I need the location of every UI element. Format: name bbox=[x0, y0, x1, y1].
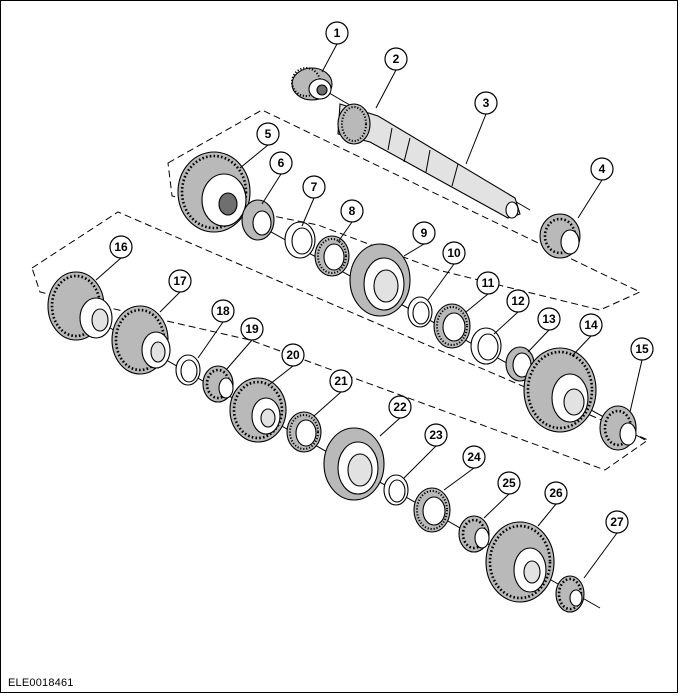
lower-subassembly-outline bbox=[31, 211, 650, 471]
part-24-synchro-ring bbox=[413, 487, 451, 533]
part-16-gear bbox=[47, 271, 113, 341]
svg-text:12: 12 bbox=[511, 294, 525, 308]
svg-text:19: 19 bbox=[245, 322, 259, 336]
callout-21: 21 bbox=[329, 369, 353, 393]
callout-25: 25 bbox=[497, 471, 521, 495]
part-23-circlip bbox=[383, 474, 409, 506]
callout-9: 9 bbox=[412, 221, 436, 245]
part-12-ring bbox=[470, 327, 502, 365]
part-7-ring bbox=[284, 221, 316, 259]
callout-13: 13 bbox=[537, 307, 561, 331]
callout-7: 7 bbox=[302, 175, 326, 199]
svg-text:20: 20 bbox=[286, 348, 300, 362]
part-27-nut bbox=[555, 575, 585, 613]
svg-text:24: 24 bbox=[467, 450, 481, 464]
callout-24: 24 bbox=[462, 445, 486, 469]
part-18-circlip bbox=[175, 354, 201, 386]
callout-1: 1 bbox=[325, 21, 349, 45]
part-21-synchro-ring bbox=[286, 411, 322, 453]
part-1-bearing bbox=[291, 67, 333, 101]
callout-10: 10 bbox=[442, 241, 466, 265]
part-22-synchro-sleeve bbox=[323, 427, 385, 501]
callout-5: 5 bbox=[256, 122, 280, 146]
callout-6: 6 bbox=[269, 151, 293, 175]
part-20-gear bbox=[229, 377, 287, 443]
svg-text:6: 6 bbox=[278, 156, 285, 170]
part-2-3-mainshaft bbox=[337, 103, 521, 219]
svg-text:13: 13 bbox=[542, 312, 556, 326]
callout-8: 8 bbox=[340, 199, 364, 223]
part-15-needle-bearing bbox=[599, 405, 637, 451]
callout-20: 20 bbox=[281, 343, 305, 367]
svg-text:26: 26 bbox=[549, 486, 563, 500]
leader-lines bbox=[95, 43, 643, 579]
callout-26: 26 bbox=[544, 481, 568, 505]
callout-18: 18 bbox=[211, 299, 235, 323]
svg-text:27: 27 bbox=[610, 515, 624, 529]
svg-text:14: 14 bbox=[584, 318, 598, 332]
svg-text:17: 17 bbox=[173, 274, 187, 288]
svg-text:15: 15 bbox=[635, 342, 649, 356]
callout-16: 16 bbox=[109, 235, 133, 259]
svg-text:5: 5 bbox=[265, 127, 272, 141]
svg-text:25: 25 bbox=[502, 476, 516, 490]
callout-19: 19 bbox=[240, 317, 264, 341]
callout-11: 11 bbox=[476, 271, 500, 295]
part-25-needle-bearing bbox=[458, 515, 490, 553]
callout-22: 22 bbox=[388, 395, 412, 419]
svg-text:23: 23 bbox=[429, 428, 443, 442]
svg-text:4: 4 bbox=[599, 162, 606, 176]
callout-2: 2 bbox=[384, 47, 408, 71]
part-9-synchro-sleeve bbox=[349, 243, 411, 317]
callout-15: 15 bbox=[630, 337, 654, 361]
svg-text:9: 9 bbox=[421, 226, 428, 240]
callout-17: 17 bbox=[168, 269, 192, 293]
part-4-needle-bearing bbox=[539, 213, 581, 259]
part-17-gear bbox=[111, 305, 171, 375]
part-19-needle-bearing bbox=[202, 365, 234, 403]
part-11-synchro-ring bbox=[433, 303, 471, 349]
callout-3: 3 bbox=[474, 91, 498, 115]
callout-14: 14 bbox=[579, 313, 603, 337]
svg-text:16: 16 bbox=[114, 240, 128, 254]
callout-27: 27 bbox=[605, 510, 629, 534]
svg-text:21: 21 bbox=[334, 374, 348, 388]
part-6-synchro-hub bbox=[241, 199, 275, 241]
figure-reference-code: ELE0018461 bbox=[8, 677, 74, 689]
svg-text:8: 8 bbox=[349, 204, 356, 218]
part-26-gear bbox=[485, 521, 555, 603]
svg-text:10: 10 bbox=[447, 246, 461, 260]
part-5-gear bbox=[177, 151, 251, 233]
part-14-gear bbox=[523, 347, 597, 433]
svg-text:7: 7 bbox=[311, 180, 318, 194]
part-10-circlip bbox=[407, 296, 433, 328]
svg-text:3: 3 bbox=[483, 96, 490, 110]
svg-text:11: 11 bbox=[482, 276, 495, 290]
part-8-synchro-ring bbox=[314, 235, 350, 277]
callout-12: 12 bbox=[506, 289, 530, 313]
svg-text:18: 18 bbox=[216, 304, 230, 318]
callout-4: 4 bbox=[590, 157, 614, 181]
svg-text:1: 1 bbox=[334, 26, 341, 40]
svg-text:2: 2 bbox=[393, 52, 400, 66]
svg-text:22: 22 bbox=[393, 400, 407, 414]
callout-23: 23 bbox=[424, 423, 448, 447]
